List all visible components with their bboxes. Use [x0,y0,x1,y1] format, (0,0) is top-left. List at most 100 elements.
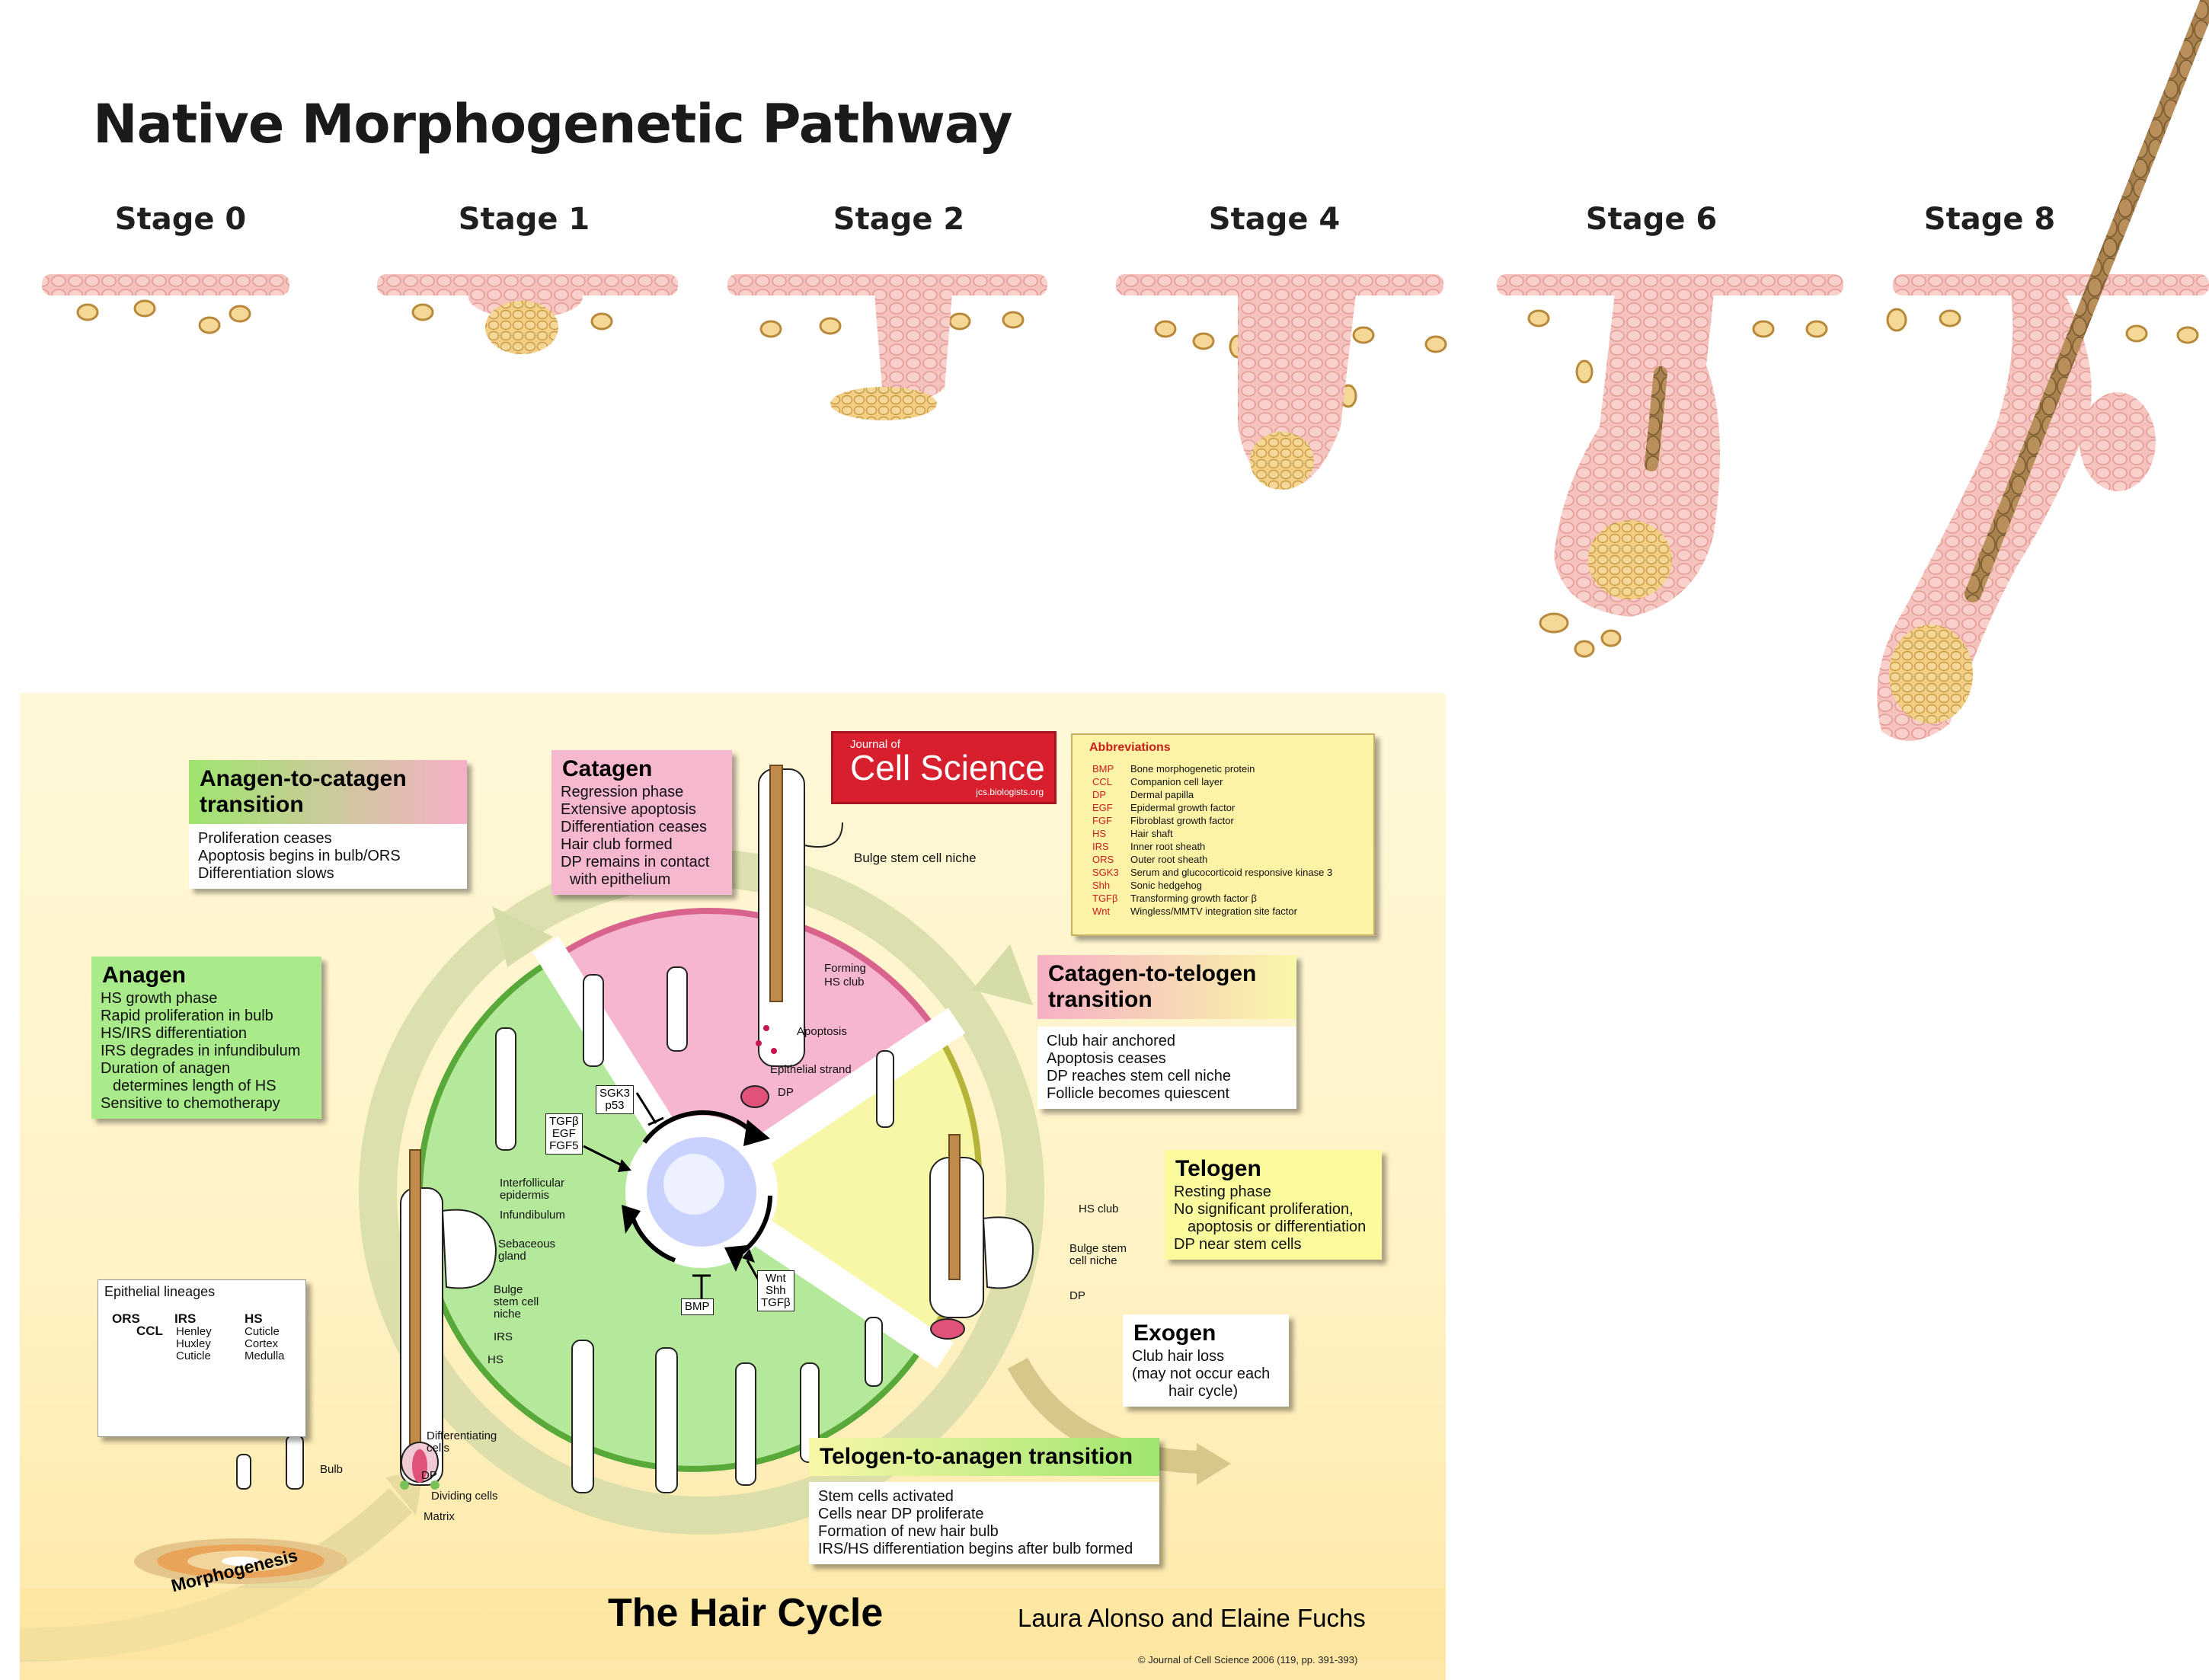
skin-strip-stage-8 [1893,274,2209,295]
abbreviation-value: Bone morphogenetic protein [1130,762,1255,775]
anagen-box: Anagen HS growth phase Rapid proliferati… [91,957,321,1119]
abbreviation-key: IRS [1092,840,1130,853]
dermal-papilla-stage-8 [1889,624,1973,723]
abbreviation-value: Fibroblast growth factor [1130,814,1234,827]
abbreviation-key: HS [1092,827,1130,840]
skin-strip-stage-0 [42,274,289,295]
sebaceous-gland-stage-8 [2080,392,2156,491]
label-dp-anagen: DP [421,1470,437,1482]
telogen-header: Telogen [1165,1150,1382,1182]
anagen-to-catagen-box: Anagen-to-catagen transition Proliferati… [189,760,467,889]
label-differentiating-cells: Differentiating [427,1430,497,1442]
anagen-to-catagen-body: Proliferation ceases Apoptosis begins in… [189,824,467,889]
telogen-body: Resting phase No significant proliferati… [1165,1182,1382,1260]
gene-box-bmp: BMP [681,1298,714,1315]
catagen-box: Catagen Regression phase Extensive apopt… [551,750,732,895]
telogen-to-anagen-body: Stem cells activated Cells near DP proli… [809,1482,1159,1564]
abbreviation-value: Serum and glucocorticoid responsive kina… [1130,866,1332,879]
anagen-header: Anagen [91,957,321,989]
skin-strip-stage-6 [1497,274,1843,295]
abbreviation-key: SGK3 [1092,866,1130,879]
telogen-to-anagen-header: Telogen-to-anagen transition [809,1438,1159,1476]
label-irs: IRS [494,1331,513,1343]
skin-strip-stage-2 [727,274,1047,295]
abbreviation-value: Sonic hedgehog [1130,879,1202,892]
label-apoptosis: Apoptosis [797,1026,847,1038]
poster-title: The Hair Cycle [608,1590,883,1636]
abbreviation-key: ORS [1092,853,1130,866]
abbreviation-key: BMP [1092,762,1130,775]
exogen-body: Club hair loss (may not occur each hair … [1123,1346,1289,1407]
dermal-papilla-stage-4 [1250,432,1314,490]
lineage-hs: HS [245,1312,263,1326]
label-epithelial-strand: Epithelial strand [770,1064,852,1076]
abbreviation-value: Dermal papilla [1130,788,1194,801]
journal-logo: Journal of Cell Science jcs.biologists.o… [831,731,1057,804]
abbreviation-row: WntWingless/MMTV integration site factor [1092,905,1373,918]
exogen-header: Exogen [1123,1314,1289,1346]
abbreviation-key: CCL [1092,775,1130,788]
catagen-header: Catagen [551,750,732,782]
abbreviations-box: Abbreviations BMPBone morphogenetic prot… [1071,733,1375,936]
anagen-body: HS growth phase Rapid proliferation in b… [91,989,321,1119]
label-interfollicular-epidermis: Interfollicular [500,1177,564,1190]
label-bulb: Bulb [320,1464,343,1476]
catagen-to-telogen-body: Club hair anchored Apoptosis ceases DP r… [1037,1027,1296,1109]
label-forming-hs-club: Forming [824,963,866,975]
lineage-ccl: CCL [136,1324,163,1338]
epithelial-lineages-box: Epithelial lineages ORS CCL IRS Henley H… [98,1279,306,1437]
poster-copyright: © Journal of Cell Science 2006 (119, pp.… [1138,1654,1357,1666]
dermal-condensate-stage-2 [830,387,937,420]
hair-shaft-stage-8 [1973,0,2209,594]
abbreviation-row: TGFβTransforming growth factor β [1092,892,1373,905]
label-dp-catagen: DP [778,1087,794,1099]
dermal-condensate-stage-1 [485,301,558,354]
dp-icon [931,1319,964,1339]
poster-authors: Laura Alonso and Elaine Fuchs [1018,1604,1366,1633]
epithelial-lineages-title: Epithelial lineages [104,1285,215,1298]
label-infundibulum: Infundibulum [500,1209,565,1222]
label-dividing-cells: Dividing cells [431,1490,498,1503]
journal-name: Cell Science [850,747,1045,788]
abbreviation-key: EGF [1092,801,1130,814]
label-bulge-stem-cell-niche-anagen: Bulge [494,1284,523,1296]
abbreviation-key: Wnt [1092,905,1130,918]
abbreviation-key: TGFβ [1092,892,1130,905]
catagen-to-telogen-box: Catagen-to-telogen transition Club hair … [1037,955,1296,1109]
catagen-body: Regression phase Extensive apoptosis Dif… [551,782,732,895]
abbreviation-value: Transforming growth factor β [1130,892,1257,905]
skin-strip-stage-4 [1116,274,1443,295]
morphogenesis-stages-illustration [0,0,2209,762]
abbreviation-key: Shh [1092,879,1130,892]
abbreviation-value: Epidermal growth factor [1130,801,1235,814]
abbreviations-title: Abbreviations [1073,735,1373,762]
label-dp-telogen: DP [1069,1290,1085,1302]
catagen-to-telogen-header: Catagen-to-telogen transition [1037,955,1296,1019]
dp-icon [741,1086,769,1107]
label-matrix: Matrix [424,1511,455,1523]
label-sebaceous-gland: Sebaceous [498,1238,555,1250]
anagen-to-catagen-header: Anagen-to-catagen transition [189,760,467,824]
label-bulge-stem-cell-niche-telogen: Bulge stem [1069,1243,1127,1255]
label-hs-club: HS club [1079,1203,1119,1215]
label-bulge-stem-cell-niche: Bulge stem cell niche [854,851,977,865]
dermal-cells [78,301,2198,656]
abbreviation-row: FGFFibroblast growth factor [1092,814,1373,827]
exogen-box: Exogen Club hair loss (may not occur eac… [1123,1314,1289,1407]
telogen-to-anagen-box: Telogen-to-anagen transition Stem cells … [809,1438,1159,1564]
gene-box-tgf: TGFβEGFFGF5 [545,1113,583,1155]
dermal-papilla-stage-6 [1588,520,1672,599]
hair-cycle-poster: Journal of Cell Science jcs.biologists.o… [20,693,1446,1680]
hair-shaft-stage-6 [1651,373,1661,465]
